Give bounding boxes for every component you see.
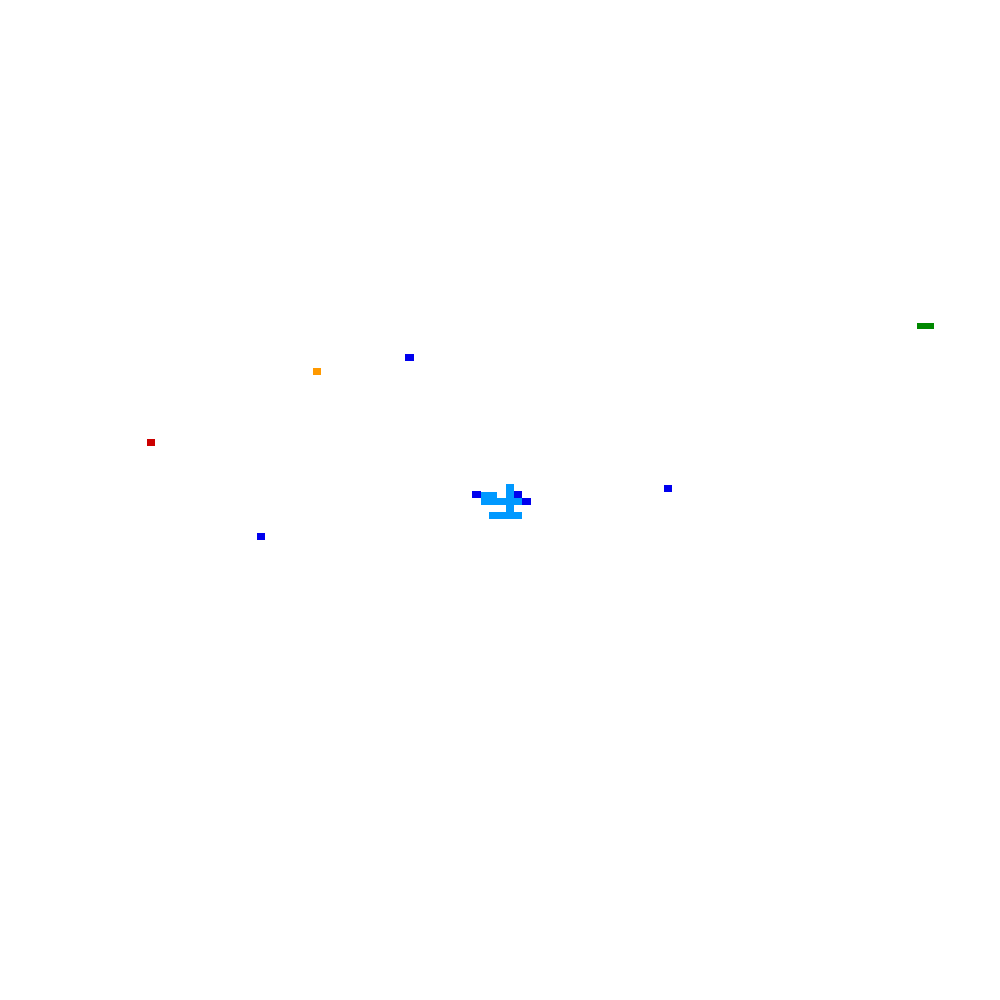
ship-base <box>489 512 522 519</box>
player-ship-icon[interactable] <box>480 484 532 520</box>
enemy-blue-icon <box>257 533 265 540</box>
orange-pickup-icon <box>313 368 321 375</box>
player-bullet-icon <box>514 491 522 498</box>
enemy-blue-icon <box>664 485 672 492</box>
green-pickup-icon <box>917 323 934 329</box>
player-bullet-icon <box>472 491 481 498</box>
ship-crossbar <box>481 498 525 505</box>
player-bullet-icon <box>522 498 531 505</box>
enemy-blue-icon <box>405 354 414 361</box>
red-pickup-icon <box>147 439 155 446</box>
